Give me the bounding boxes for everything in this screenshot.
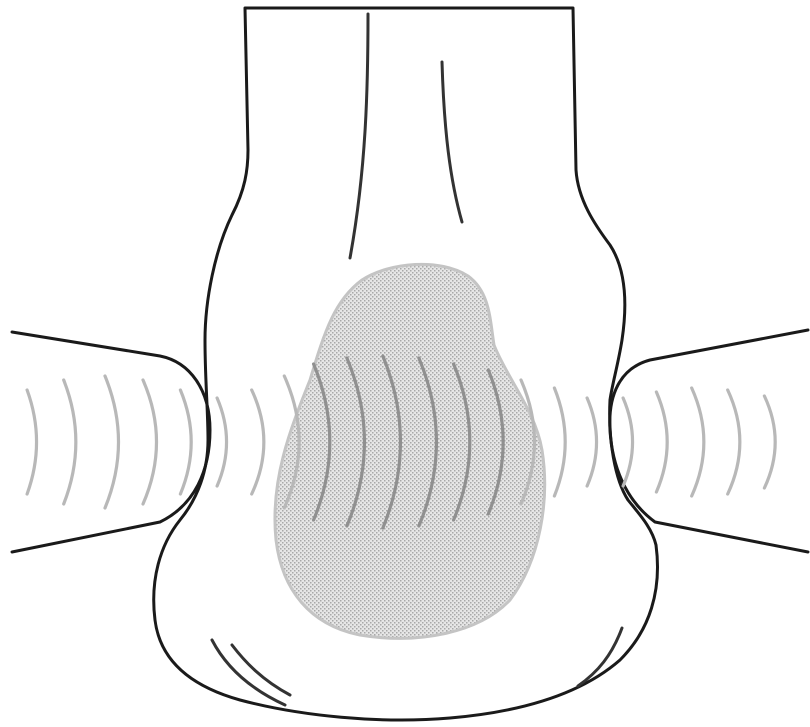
wave-arc <box>656 392 667 492</box>
wave-arc <box>180 390 191 494</box>
right-transducer <box>610 330 808 552</box>
bottom-contour-left-2 <box>232 645 290 695</box>
wave-arc <box>587 398 596 486</box>
wave-arc <box>217 398 226 486</box>
tissue-line-left <box>350 14 368 258</box>
bottom-contour-right <box>578 628 622 686</box>
wave-arc <box>728 390 740 494</box>
wave-arc <box>143 380 157 504</box>
wave-arc <box>554 388 565 496</box>
wave-arc <box>252 390 264 494</box>
wave-arc <box>692 388 704 496</box>
wave-arc <box>623 398 632 486</box>
wave-arc <box>27 390 36 494</box>
wave-arc <box>105 376 119 508</box>
wave-arc <box>64 380 76 504</box>
wave-arc <box>764 396 775 488</box>
tissue-line-right <box>442 62 462 222</box>
